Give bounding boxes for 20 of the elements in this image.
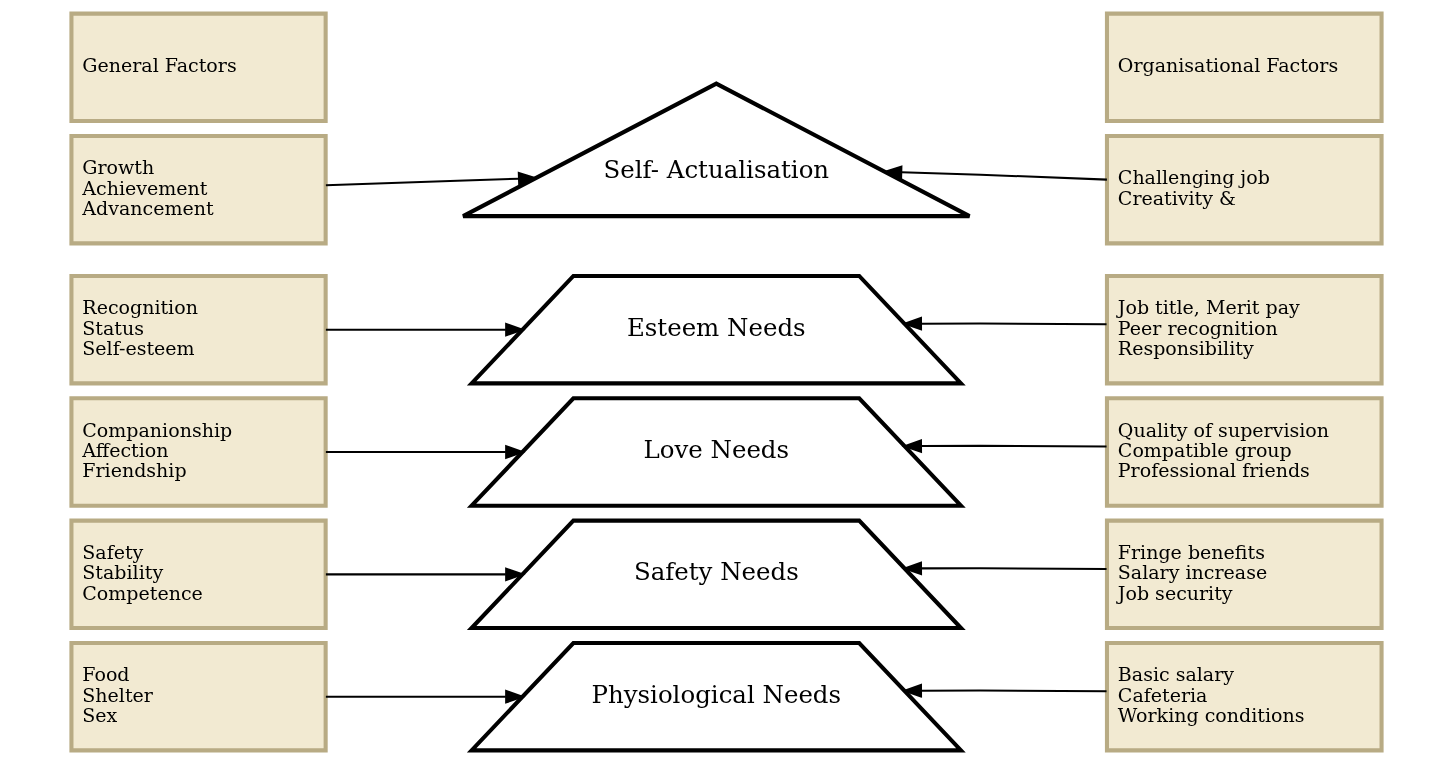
node-box: Challenging job Creativity & — [1104, 133, 1384, 246]
node-box: Job title, Merit pay Peer recognition Responsibility — [1104, 273, 1384, 386]
node-box: General Factors — [69, 11, 328, 124]
node-box: Safety Stability Competence — [69, 518, 328, 631]
arrow — [325, 567, 526, 582]
node-box: Companionship Affection Friendship — [69, 396, 328, 508]
node-box: Quality of supervision Compatible group Professional friends — [1104, 396, 1384, 508]
arrow — [325, 444, 526, 460]
arrow — [901, 438, 1107, 454]
arrow — [901, 316, 1107, 331]
node-box: Fringe benefits Salary increase Job security — [1104, 518, 1384, 631]
node-box: Recognition Status Self-esteem — [69, 273, 328, 386]
arrow — [325, 322, 526, 337]
node-box: Organisational Factors — [1104, 11, 1384, 124]
node-box: Food Shelter Sex — [69, 640, 328, 753]
arrow — [901, 683, 1107, 698]
arrow — [901, 561, 1107, 576]
arrow — [325, 689, 526, 704]
node-box: Basic salary Cafeteria Working conditions — [1104, 640, 1384, 753]
node-box: Growth Achievement Advancement — [69, 133, 328, 246]
